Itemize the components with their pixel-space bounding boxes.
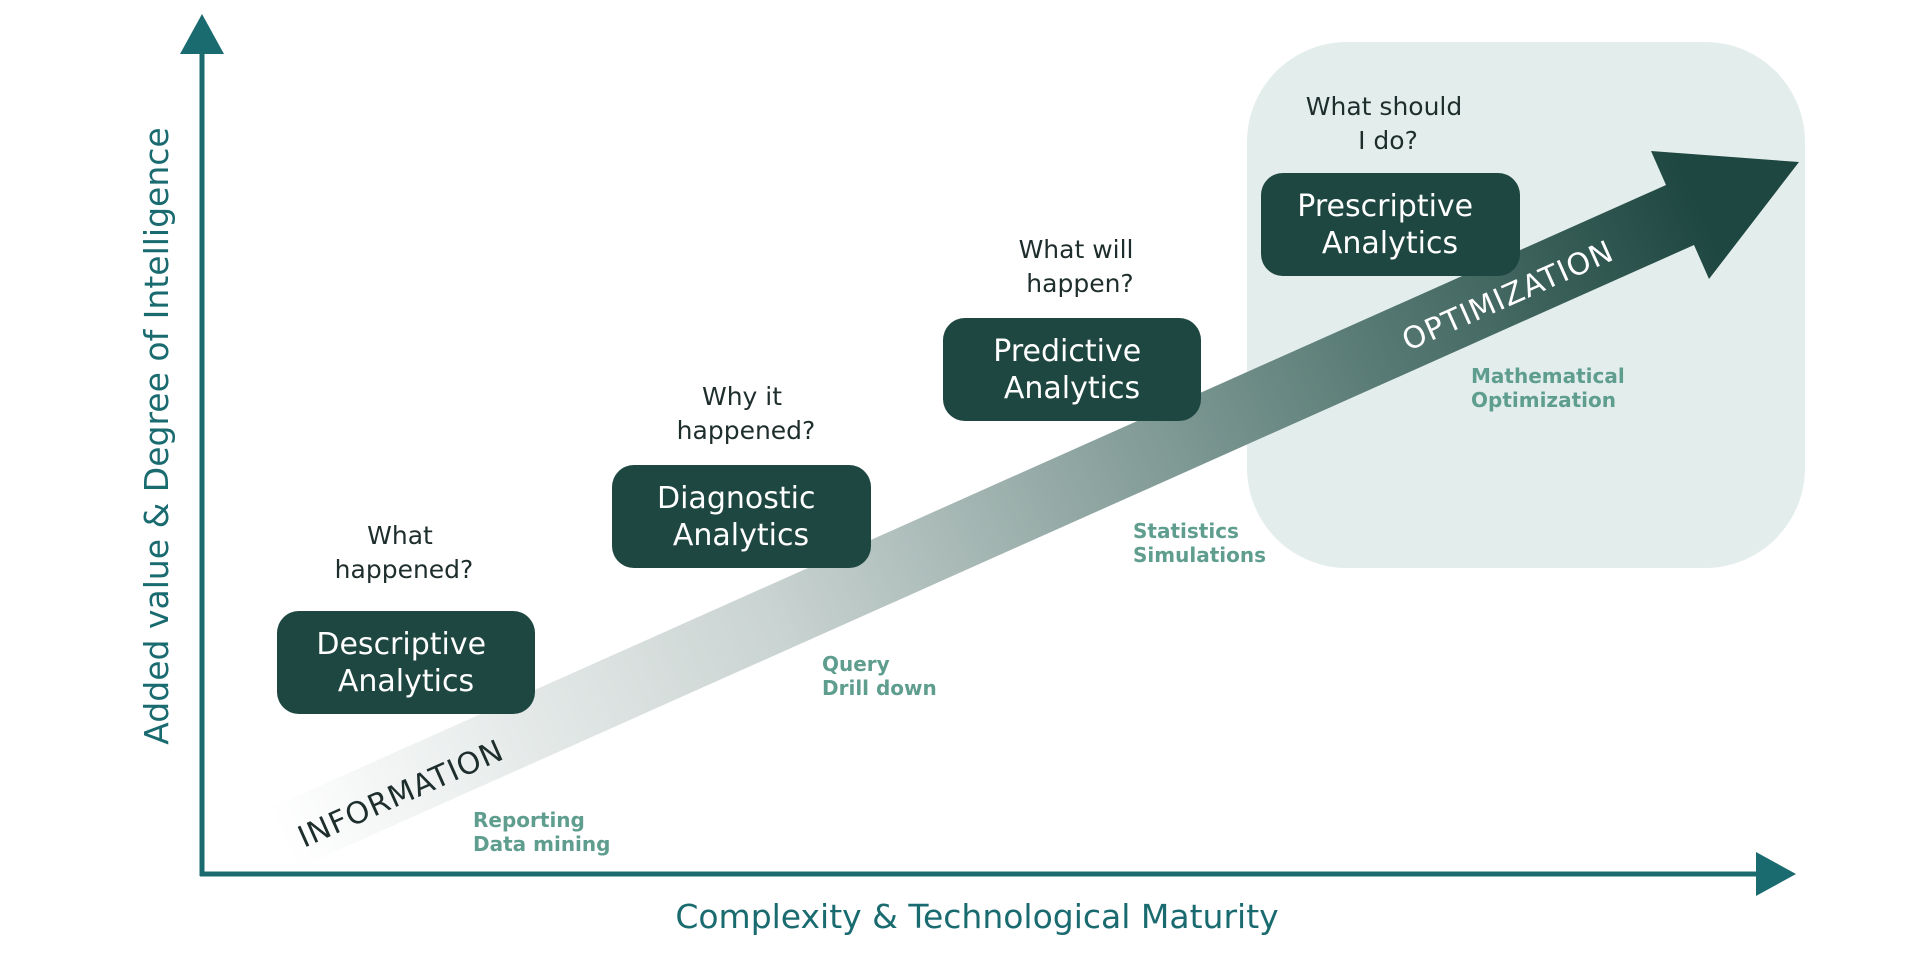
x-axis-label: Complexity & Technological Maturity bbox=[675, 897, 1278, 936]
stage-box bbox=[277, 611, 535, 714]
y-axis-arrowhead-icon bbox=[180, 14, 224, 54]
x-axis bbox=[200, 852, 1796, 896]
x-axis-arrowhead-icon bbox=[1756, 852, 1796, 896]
stage-techniques: Reporting Data mining bbox=[473, 808, 610, 856]
stage-techniques: Statistics Simulations bbox=[1133, 519, 1266, 567]
stage-question: What will happen? bbox=[1019, 235, 1142, 298]
stage-question: What should I do? bbox=[1306, 92, 1470, 155]
stage-box bbox=[612, 465, 871, 568]
stage-techniques: Query Drill down bbox=[822, 652, 937, 700]
stage-title: Predictive Analytics bbox=[993, 334, 1150, 406]
stage-diagnostic: Why it happened? Diagnostic Analytics Qu… bbox=[612, 382, 937, 700]
stage-question: What happened? bbox=[335, 521, 474, 584]
stage-title: Prescriptive Analytics bbox=[1297, 189, 1482, 261]
y-axis-label: Added value & Degree of Intelligence bbox=[137, 127, 176, 744]
stage-techniques: Mathematical Optimization bbox=[1471, 364, 1632, 412]
stage-predictive: What will happen? Predictive Analytics S… bbox=[943, 235, 1266, 567]
stage-question: Why it happened? bbox=[677, 382, 816, 445]
stage-box bbox=[1261, 173, 1520, 276]
stage-title: Descriptive Analytics bbox=[316, 627, 495, 699]
y-axis bbox=[180, 14, 224, 876]
stage-title: Diagnostic Analytics bbox=[657, 481, 825, 553]
stage-descriptive: What happened? Descriptive Analytics Rep… bbox=[277, 521, 610, 856]
stage-prescriptive: What should I do? Prescriptive Analytics… bbox=[1261, 92, 1632, 412]
stage-box bbox=[943, 318, 1201, 421]
